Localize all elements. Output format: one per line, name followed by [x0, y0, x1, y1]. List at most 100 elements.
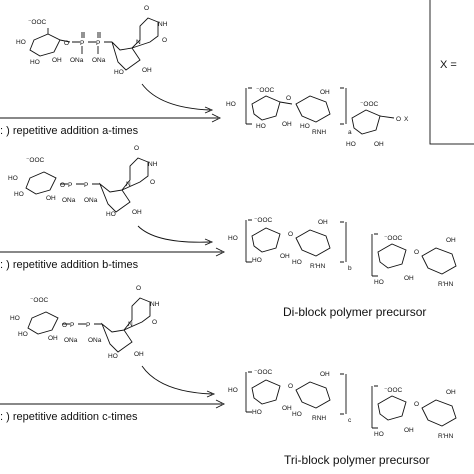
atom-label: ONa [92, 57, 106, 64]
atom-label: O [288, 383, 293, 390]
x-definition-box: X = [429, 0, 474, 145]
atom-label: OH [280, 253, 290, 260]
atom-label: NH [158, 21, 168, 28]
curved-arrow-1 [141, 83, 211, 111]
atom-label: R'HN [438, 281, 454, 288]
atom-label: NH [148, 161, 158, 168]
atom-label: OH [446, 237, 456, 244]
step-label-c: : ) repetitive addition c-times [0, 411, 138, 423]
udp-sugar-donor-2: ⁻OOC HO HO OH O P P ONa ONa HO OH N NH O… [8, 145, 158, 218]
atom-label: R'HN [310, 263, 326, 270]
atom-label: O [286, 95, 291, 102]
atom-label: O [152, 319, 157, 326]
atom-label: OH [404, 275, 414, 282]
atom-label: ONa [62, 197, 76, 204]
atom-label: P [80, 40, 84, 47]
atom-label: O [64, 40, 69, 47]
atom-label: HO [256, 123, 266, 130]
atom-label: O [134, 145, 139, 152]
atom-label: ONa [64, 337, 78, 344]
atom-label: ⁻OOC [30, 297, 49, 304]
atom-label: N [128, 321, 133, 328]
atom-label: O [288, 231, 293, 238]
atom-label: HO [252, 257, 262, 264]
atom-label: ⁻OOC [384, 235, 403, 242]
atom-label: RNH [312, 415, 326, 422]
atom-label: ONa [70, 57, 84, 64]
atom-label: HO [228, 387, 238, 394]
atom-label: N [136, 39, 141, 46]
atom-label: O [136, 285, 141, 292]
atom-label: P [68, 182, 72, 189]
triblock-caption: Tri-block polymer precursor [284, 453, 430, 467]
atom-label: OH [320, 89, 330, 96]
atom-label: P [70, 322, 74, 329]
atom-label: HO [18, 331, 28, 338]
atom-label: HO [374, 279, 384, 286]
atom-label: OH [142, 67, 152, 74]
atom-label: HO [374, 431, 384, 438]
atom-label: OH [282, 121, 292, 128]
atom-label: ⁻OOC [26, 157, 45, 164]
atom-label: P [96, 40, 100, 47]
atom-label: R'HN [438, 433, 454, 440]
diblock-caption: Di-block polymer precursor [283, 305, 426, 319]
atom-label: OH [52, 57, 62, 64]
atom-label: O [162, 37, 167, 44]
step-label-a: : ) repetitive addition a-times [0, 125, 139, 137]
udp-sugar-donor-1: ⁻OOC HO HO OH O P P ONa ONa HO OH N NH O… [16, 5, 168, 76]
atom-label: HO [106, 211, 116, 218]
atom-label: OH [374, 141, 384, 148]
atom-label: HO [108, 353, 118, 360]
atom-label: ⁻OOC [28, 19, 47, 26]
atom-label: HO [292, 411, 302, 418]
atom-label: HO [292, 259, 302, 266]
atom-label: HO [226, 101, 236, 108]
product-c-structure: HO ⁻OOC HO OH O OH HO RNH c ⁻OOC HO OH O… [228, 369, 457, 440]
x-equals-label: X = [440, 59, 457, 71]
atom-label: ⁻OOC [254, 369, 273, 376]
curved-arrow-3 [141, 365, 213, 395]
atom-label: HO [252, 409, 262, 416]
atom-label: OH [134, 351, 144, 358]
atom-label: HO [346, 141, 356, 148]
atom-label: NH [150, 301, 160, 308]
atom-label: ONa [88, 337, 102, 344]
atom-label: c [348, 417, 352, 424]
atom-label: OH [318, 219, 328, 226]
atom-label: O [62, 322, 67, 329]
atom-label: HO [300, 123, 310, 130]
atom-label: a [348, 129, 352, 136]
atom-label: P [84, 182, 88, 189]
atom-label: HO [30, 59, 40, 66]
atom-label: HO [10, 315, 20, 322]
product-b-structure: HO ⁻OOC HO OH O OH HO R'HN b ⁻OOC HO OH … [228, 217, 457, 288]
udp-sugar-donor-3: ⁻OOC HO HO OH O P P ONa ONa HO OH N NH O… [10, 285, 160, 360]
atom-label: HO [16, 39, 26, 46]
atom-label: P [86, 322, 90, 329]
atom-label: O [144, 5, 149, 12]
atom-label: RNH [312, 129, 326, 136]
atom-label: O [414, 249, 419, 256]
atom-label: O [60, 182, 65, 189]
atom-label: O [396, 116, 401, 123]
atom-label: ONa [84, 197, 98, 204]
atom-label: N [126, 181, 131, 188]
atom-label: ⁻OOC [384, 387, 403, 394]
atom-label: HO [228, 235, 238, 242]
curved-arrow-2 [137, 225, 211, 243]
atom-label: ⁻OOC [254, 217, 273, 224]
atom-label: X [404, 116, 409, 123]
step-label-b: : ) repetitive addition b-times [0, 259, 139, 271]
atom-label: b [348, 265, 352, 272]
atom-label: ⁻OOC [256, 87, 275, 94]
atom-label: ⁻OOC [360, 101, 379, 108]
atom-label: OH [282, 405, 292, 412]
atom-label: HO [14, 191, 24, 198]
atom-label: O [414, 401, 419, 408]
atom-label: OH [404, 427, 414, 434]
atom-label: HO [114, 69, 124, 76]
atom-label: O [150, 179, 155, 186]
atom-label: OH [48, 335, 58, 342]
